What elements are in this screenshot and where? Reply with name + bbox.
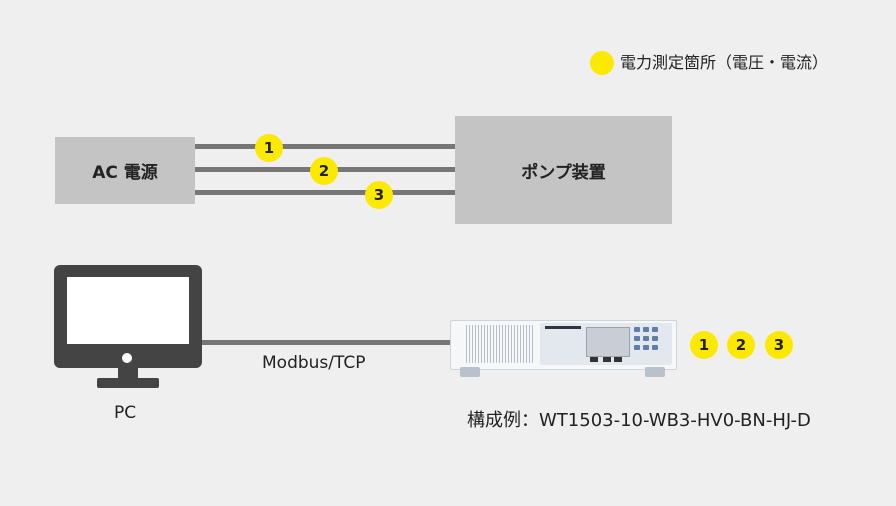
legend-marker	[590, 51, 614, 75]
power-analyzer-vent	[466, 325, 534, 363]
pc-monitor-stand	[97, 378, 159, 388]
power-analyzer-port	[614, 357, 622, 362]
power-analyzer-screen	[586, 327, 630, 357]
pc-monitor-neck	[118, 368, 138, 378]
instrument-marker-3: 3	[765, 331, 793, 359]
pc-power-dot	[122, 353, 132, 363]
pump-device-label: ポンプ装置	[521, 162, 606, 183]
wire-marker-3: 3	[365, 181, 393, 209]
wire-marker-2: 2	[310, 157, 338, 185]
wire-marker-1: 1	[255, 134, 283, 162]
wire-1	[195, 144, 455, 149]
network-connection-line	[202, 340, 452, 345]
network-protocol-label: Modbus/TCP	[262, 353, 366, 373]
ac-power-label: AC 電源	[92, 163, 158, 183]
legend-label: 電力測定箇所（電圧・電流）	[620, 53, 829, 72]
power-analyzer-foot-right	[645, 367, 665, 377]
power-analyzer-keys	[634, 327, 668, 357]
pump-device-box: ポンプ装置	[455, 116, 672, 224]
power-analyzer-foot-left	[460, 367, 480, 377]
power-analyzer-logo	[545, 326, 581, 329]
power-analyzer-port	[590, 357, 598, 362]
wire-3	[195, 190, 455, 195]
pc-monitor-screen	[67, 277, 189, 344]
power-analyzer-port	[603, 357, 611, 362]
instrument-marker-1: 1	[690, 331, 718, 359]
instrument-marker-2: 2	[727, 331, 755, 359]
pc-label: PC	[114, 403, 137, 423]
ac-power-box: AC 電源	[55, 137, 195, 204]
configuration-example-label: 構成例：WT1503-10-WB3-HV0-BN-HJ-D	[467, 410, 811, 431]
